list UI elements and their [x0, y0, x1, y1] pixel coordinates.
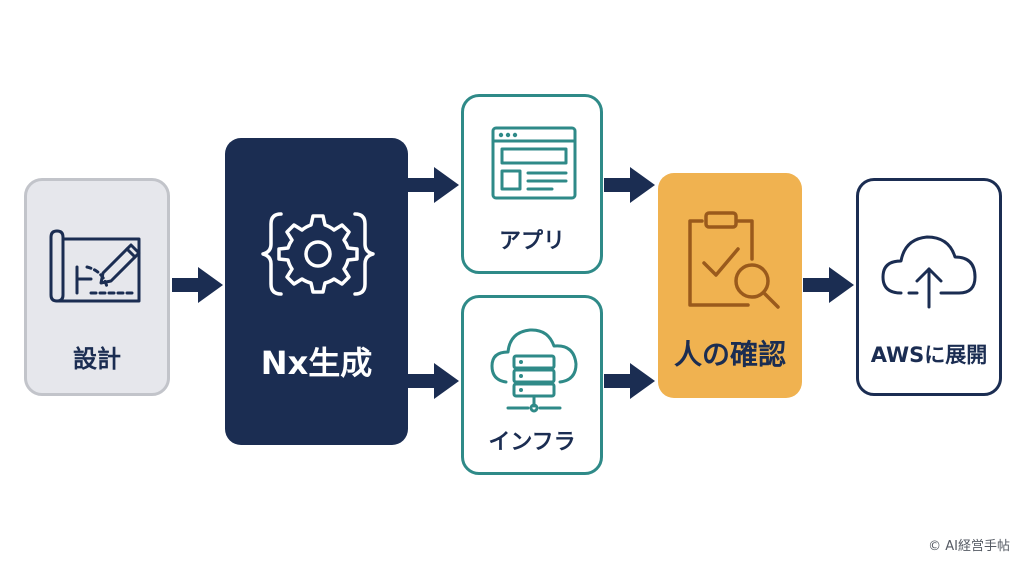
- step-generate-label: Nx生成: [260, 344, 373, 382]
- step-review: 人の確認: [658, 173, 802, 398]
- step-deploy-label: AWSに展開: [870, 343, 988, 367]
- step-infra-label: インフラ: [488, 430, 576, 455]
- arrow-generate-to-app: [408, 167, 459, 203]
- step-design-label: 設計: [73, 345, 121, 373]
- step-generate: Nx生成: [225, 138, 408, 445]
- gear-braces-icon: [261, 212, 375, 296]
- blueprint-pencil-icon: [49, 229, 141, 303]
- copyright-credit: © AI経営手帖: [928, 539, 1010, 554]
- step-design: 設計: [24, 178, 170, 396]
- step-deploy: AWSに展開: [856, 178, 1002, 396]
- cloud-server-icon: [490, 328, 578, 413]
- arrow-generate-to-infra: [408, 363, 459, 399]
- cloud-upload-icon: [881, 235, 977, 309]
- arrow-app-to-review: [604, 167, 655, 203]
- clipboard-magnifier-icon: [688, 211, 780, 309]
- step-review-label: 人の確認: [673, 338, 786, 371]
- step-app: アプリ: [461, 94, 603, 274]
- step-app-label: アプリ: [498, 229, 565, 254]
- step-infra: インフラ: [461, 295, 603, 475]
- arrow-review-to-deploy: [803, 267, 854, 303]
- browser-window-icon: [491, 126, 577, 200]
- arrow-infra-to-review: [604, 363, 655, 399]
- arrow-design-to-generate: [172, 267, 223, 303]
